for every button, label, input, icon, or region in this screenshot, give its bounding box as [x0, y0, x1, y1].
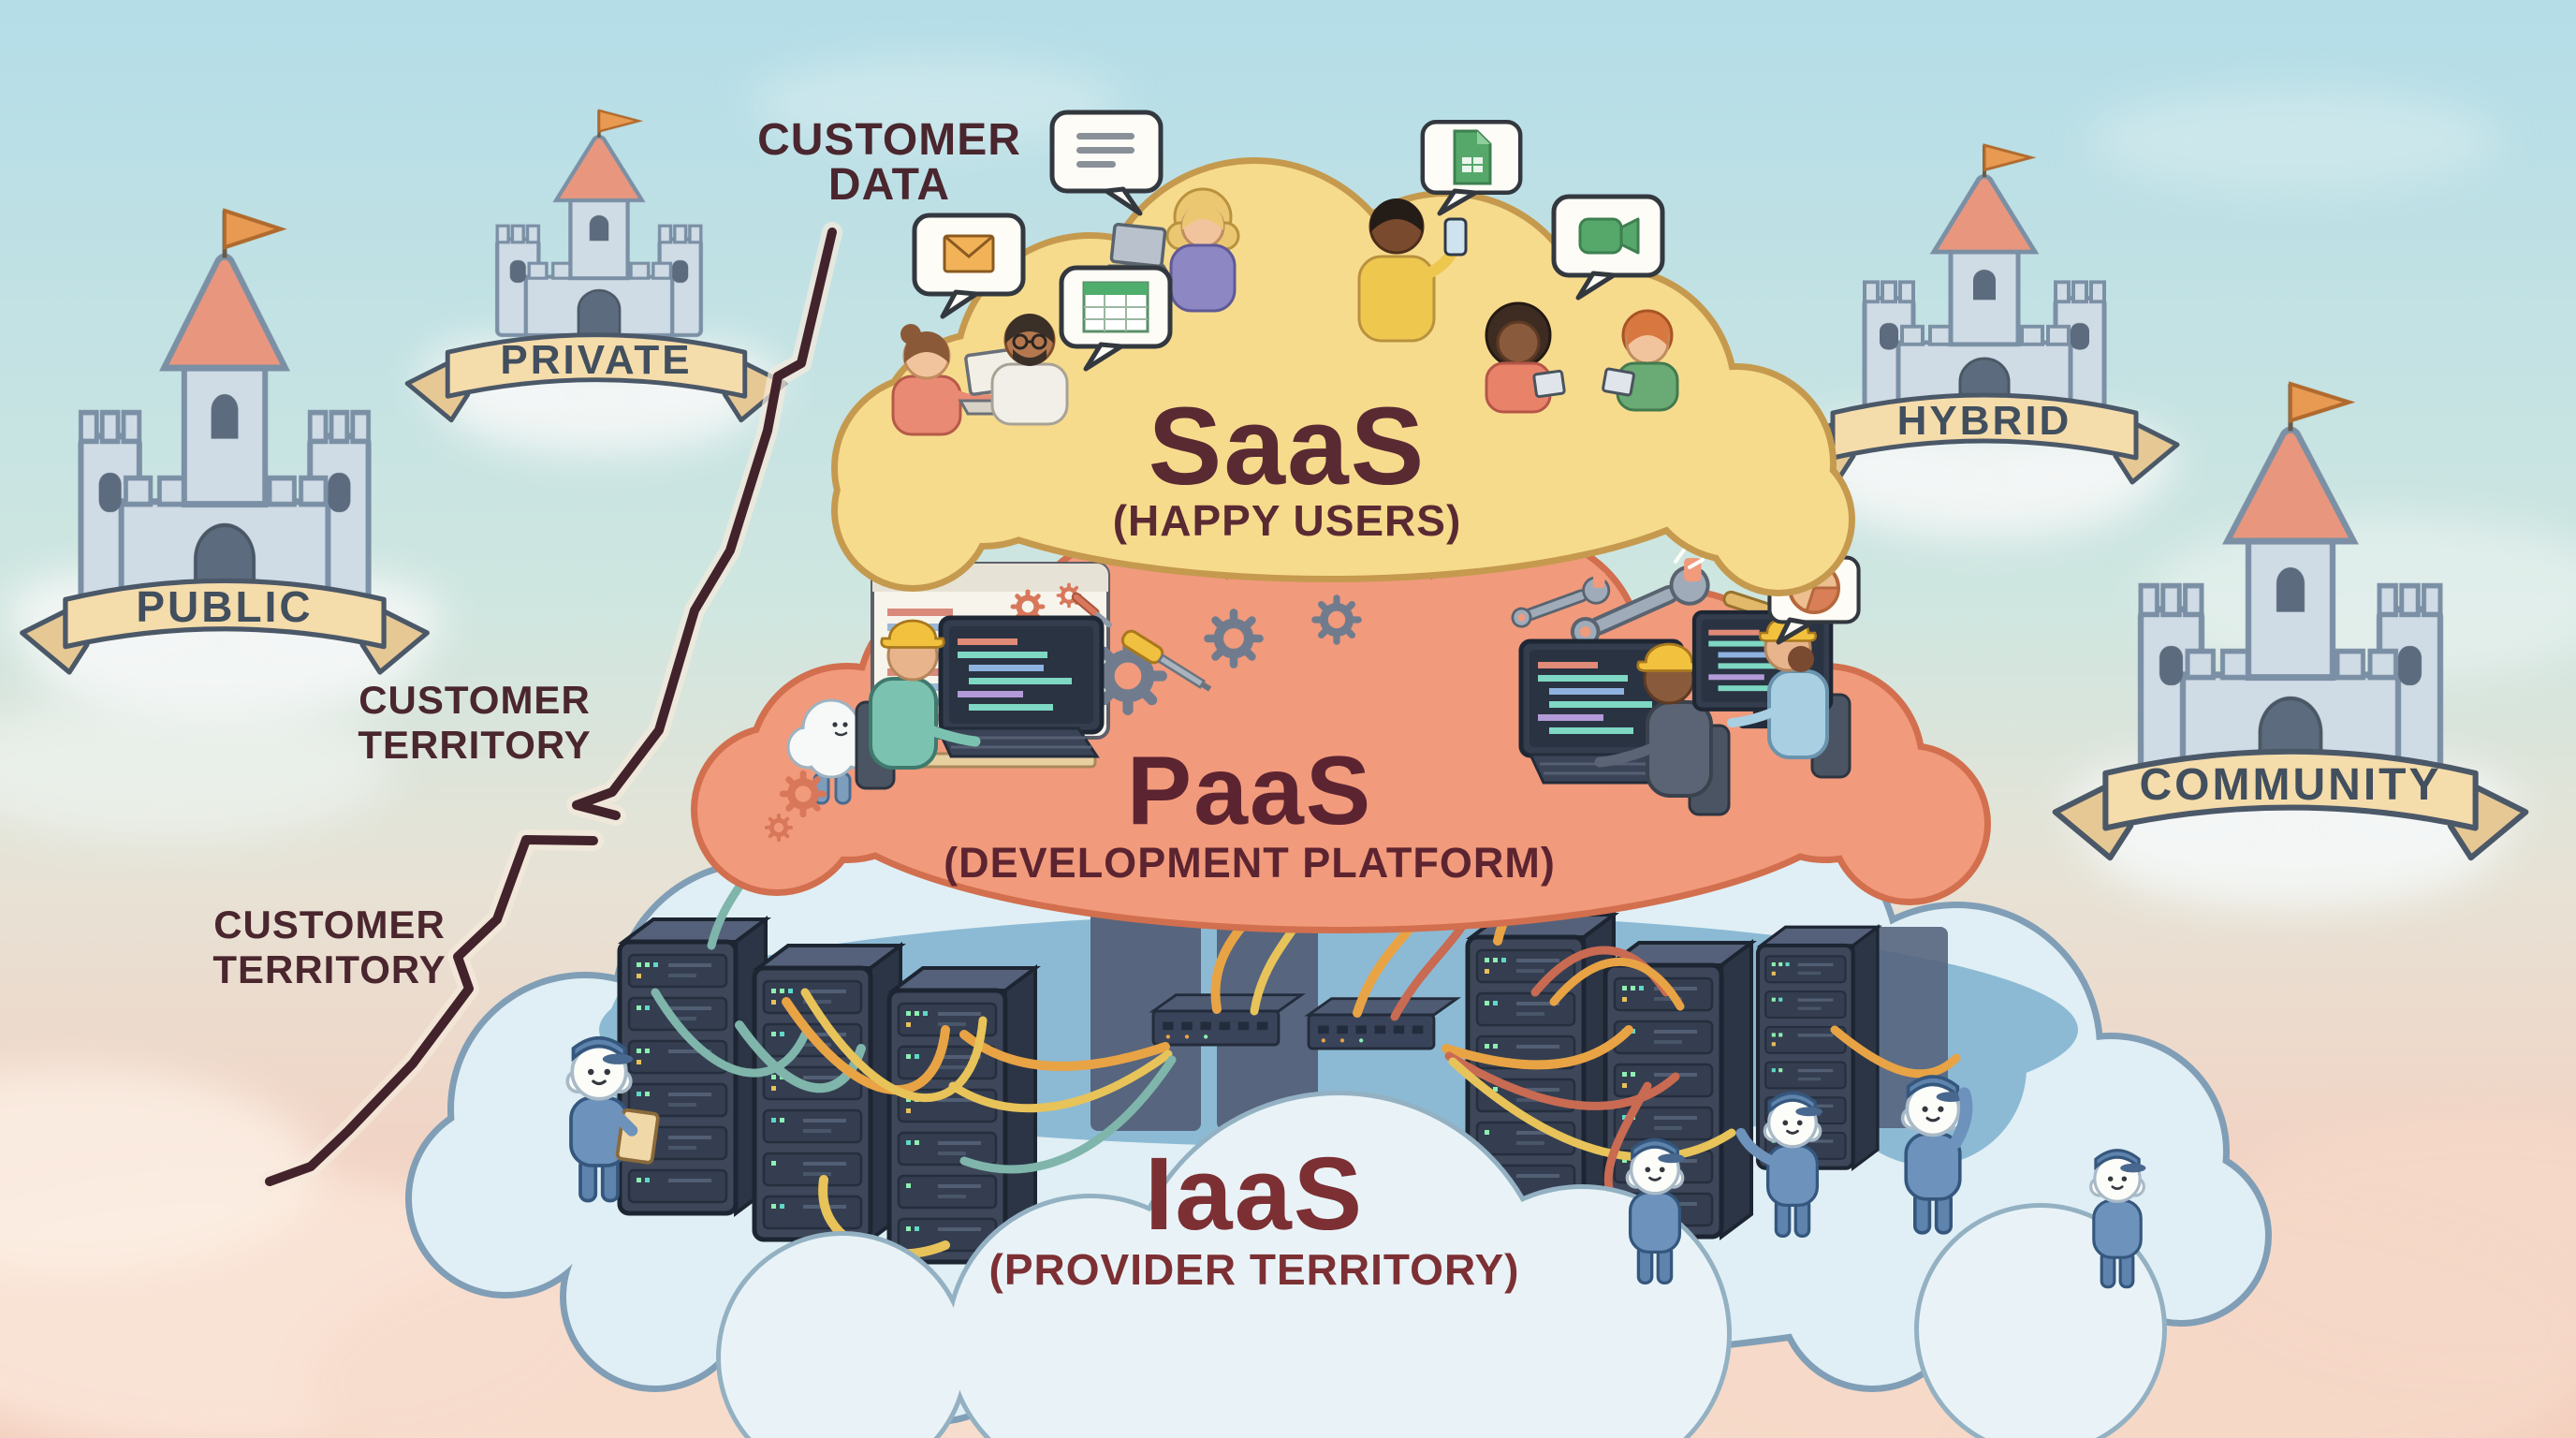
network-switch-icon — [1307, 997, 1458, 1050]
banner-label-public: PUBLIC — [136, 582, 313, 631]
territory-annotations: CUSTOMER DATA CUSTOMER TERRITORY CUSTOME… — [212, 115, 1021, 1192]
speech-bubble-email — [915, 215, 1023, 319]
banner-private: PRIVATE — [407, 335, 785, 420]
cable-icon — [1442, 1025, 1633, 1070]
document-icon — [1453, 129, 1492, 185]
phone-icon — [1443, 217, 1468, 257]
laptop-icon — [1109, 222, 1167, 269]
user-afro-woman — [1485, 301, 1566, 414]
banner-public: PUBLIC — [22, 580, 428, 672]
spreadsheet-icon — [1082, 281, 1149, 333]
paintbrush-icon — [1071, 592, 1112, 628]
technician — [1735, 1091, 1824, 1239]
technician — [1900, 1075, 1973, 1235]
technician — [565, 1035, 660, 1203]
network-switch-icon — [1151, 993, 1303, 1047]
saas-title: SaaS — [1149, 385, 1427, 508]
sparkle-icon — [1674, 547, 1705, 569]
paas-layer: PaaS (DEVELOPMENT PLATFORM) — [697, 524, 1984, 927]
banner-label-private: PRIVATE — [500, 337, 692, 383]
svg-text:CUSTOMER: CUSTOMER — [213, 902, 446, 946]
saas-subtitle: (HAPPY USERS) — [1113, 496, 1462, 545]
svg-text:TERRITORY: TERRITORY — [212, 947, 446, 991]
svg-text:TERRITORY: TERRITORY — [358, 723, 591, 767]
hair — [1788, 646, 1814, 672]
customer-data-label: CUSTOMER DATA — [757, 115, 1021, 210]
paas-subtitle: (DEVELOPMENT PLATFORM) — [944, 839, 1556, 887]
cable-icon — [1830, 1025, 1961, 1078]
saas-layer: SaaS (HAPPY USERS) — [838, 112, 1849, 590]
developer-workstation — [1521, 641, 1731, 816]
cable-icon — [1549, 957, 1685, 1011]
background-rack-silhouette — [1090, 897, 1201, 1131]
cables — [651, 852, 1961, 1259]
server-rack-icon — [620, 919, 766, 1213]
banner-label-hybrid: HYBRID — [1897, 398, 2072, 444]
svg-text:DATA: DATA — [828, 160, 950, 210]
user-orange-hair-boy — [1602, 309, 1679, 412]
banner-label-community: COMMUNITY — [2140, 760, 2442, 810]
banner-hybrid: HYBRID — [1792, 395, 2177, 482]
deployment-castles: PUBLIC PRIVATE HYBRID COMMUNITY — [5, 110, 2525, 908]
developer-workstation — [855, 618, 1102, 790]
tablet-icon — [1532, 369, 1566, 399]
paas-iaas-boundary-line — [265, 835, 598, 1186]
customer-territory-label-upper: CUSTOMER TERRITORY — [358, 678, 591, 767]
svg-text:CUSTOMER: CUSTOMER — [757, 115, 1021, 165]
banner-community: COMMUNITY — [2056, 752, 2526, 858]
video-call-icon — [1578, 217, 1640, 255]
customer-territory-label-lower: CUSTOMER TERRITORY — [212, 902, 446, 991]
iaas-title: IaaS — [1145, 1137, 1364, 1252]
cable-icon — [959, 1055, 1177, 1174]
cable-icon — [1444, 1051, 1680, 1110]
user-laptop-woman — [891, 324, 1040, 436]
cable-icon — [735, 1020, 866, 1093]
cable-icon — [800, 988, 988, 1102]
speech-bubble-document — [1423, 122, 1520, 216]
screwdriver-icon — [1120, 629, 1212, 692]
speech-bubble-video — [1554, 197, 1662, 301]
user-glasses-man — [990, 314, 1069, 426]
user-phone-man — [1357, 198, 1468, 343]
svg-text:CUSTOMER: CUSTOMER — [359, 678, 591, 722]
paas-title: PaaS — [1127, 737, 1372, 845]
speech-bubble-chat — [1052, 112, 1161, 216]
saas-paas-boundary-line — [572, 227, 837, 820]
provider-technicians — [565, 1035, 2148, 1289]
tablet-icon — [1602, 367, 1635, 397]
chat-message-icon — [1076, 133, 1134, 168]
iaas-subtitle: (PROVIDER TERRITORY) — [989, 1245, 1520, 1294]
cable-icon — [948, 1049, 1173, 1113]
cable-icon — [651, 988, 810, 1078]
iaas-layer: IaaS (PROVIDER TERRITORY) — [412, 740, 2265, 1438]
speech-bubble-spreadsheet — [1061, 268, 1170, 372]
